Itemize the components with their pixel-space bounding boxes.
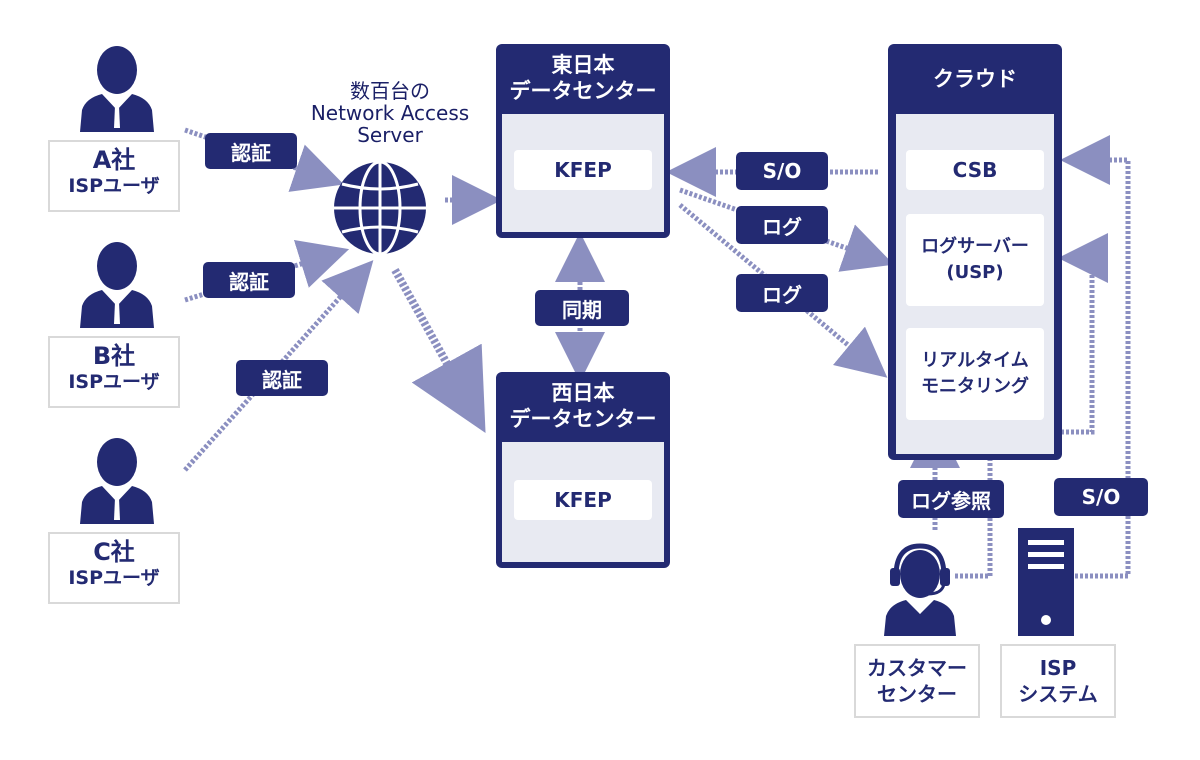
realtime-line: リアルタイム	[921, 350, 1029, 371]
kfep-east: KFEP	[514, 150, 652, 190]
isp-system-box: ISP システム	[1000, 644, 1116, 718]
realtime-box: リアルタイム モニタリング	[906, 328, 1044, 420]
nas-label: 数百台の Network Access Server	[300, 80, 480, 146]
person-icon	[80, 46, 154, 132]
arrow-log-2	[678, 203, 888, 378]
user-box-b: B社 ISPユーザ	[48, 336, 180, 408]
nas-label-line: Server	[357, 123, 423, 147]
isp-system-line: ISP	[1039, 656, 1077, 680]
kfep-west: KFEP	[514, 480, 652, 520]
dc-inner: KFEP	[502, 114, 664, 232]
east-datacenter: 東日本 データセンター KFEP	[496, 44, 670, 238]
company-label: A社	[92, 146, 136, 174]
user-box-c: C社 ISPユーザ	[48, 532, 180, 604]
nas-label-line: Network Access	[310, 101, 470, 125]
log-server-line: ログサーバー	[921, 236, 1029, 257]
sync-tag: 同期	[535, 290, 629, 326]
line-isp-to-csb	[1060, 135, 1131, 579]
user-type-label: ISPユーザ	[68, 371, 160, 393]
company-label: C社	[93, 538, 135, 566]
realtime-line: モニタリング	[921, 376, 1029, 397]
dc-title-line: データセンター	[509, 79, 657, 103]
person-icon	[80, 242, 154, 328]
dc-title-line: 東日本	[551, 53, 615, 77]
nas-label-line: 数百台の	[350, 79, 430, 103]
so-bottom-tag: S/O	[1054, 478, 1148, 516]
user-type-label: ISPユーザ	[68, 567, 160, 589]
dc-title-line: データセンター	[509, 407, 657, 431]
operator-headset-icon	[884, 543, 956, 636]
company-label: B社	[92, 342, 136, 370]
auth-tag-b: 認証	[203, 262, 295, 298]
user-type-label: ISPユーザ	[68, 175, 160, 197]
dc-title-line: 西日本	[551, 381, 615, 405]
csb-box: CSB	[906, 150, 1044, 190]
customer-center-box: カスタマー センター	[854, 644, 980, 718]
server-icon	[1018, 528, 1074, 636]
log-ref-tag: ログ参照	[898, 480, 1004, 518]
west-datacenter: 西日本 データセンター KFEP	[496, 372, 670, 568]
so-tag: S/O	[736, 152, 828, 190]
globe-icon	[334, 160, 426, 256]
auth-tag-c: 認証	[236, 360, 328, 396]
log-tag-2: ログ	[736, 274, 828, 312]
log-tag-1: ログ	[736, 206, 828, 244]
auth-tag-a: 認証	[205, 133, 297, 169]
arrow-nas-to-west	[391, 268, 486, 433]
customer-center-line: カスタマー	[867, 656, 967, 680]
log-server-line: (USP)	[946, 262, 1004, 283]
arrow-log-1	[679, 187, 894, 272]
person-icon	[80, 438, 154, 524]
customer-center-line: センター	[877, 682, 957, 706]
cloud-title: クラウド	[933, 67, 1017, 91]
cloud-panel: クラウド CSB ログサーバー (USP) リアルタイム モニタリング	[888, 44, 1062, 460]
cloud-inner: CSB ログサーバー (USP) リアルタイム モニタリング	[896, 114, 1054, 454]
dc-inner: KFEP	[502, 442, 664, 562]
log-server-box: ログサーバー (USP)	[906, 214, 1044, 306]
user-box-a: A社 ISPユーザ	[48, 140, 180, 212]
isp-system-line: システム	[1018, 682, 1098, 706]
